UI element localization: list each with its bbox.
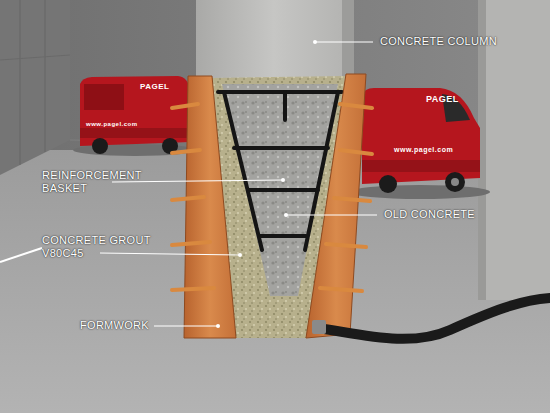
grout-hose <box>312 320 326 334</box>
van-left <box>73 76 197 156</box>
leader-lines <box>313 40 317 44</box>
van-left <box>80 128 192 138</box>
formwork-ties <box>326 244 366 247</box>
formwork-ties <box>334 198 370 201</box>
garage-background <box>0 55 70 60</box>
grout-hose <box>312 298 550 339</box>
column-repair-section <box>184 76 236 338</box>
garage-background <box>0 248 42 262</box>
van-right <box>362 88 480 184</box>
leader-lines <box>281 178 285 182</box>
leader-lines <box>154 326 218 327</box>
leader-lines <box>286 215 377 216</box>
leader-lines <box>216 324 220 328</box>
column-repair-section <box>260 234 306 238</box>
formwork-ties <box>172 150 200 153</box>
van-right <box>379 175 397 193</box>
column-repair-section <box>248 188 318 192</box>
grout-hose <box>318 298 550 339</box>
formwork-ties <box>172 197 204 200</box>
column-repair-section <box>218 90 342 94</box>
garage-background <box>45 0 46 152</box>
formwork-ties <box>320 288 362 291</box>
van-web-address: www.pagel.com <box>86 120 138 128</box>
column-repair-section <box>184 74 366 338</box>
formwork-ties <box>172 104 372 291</box>
formwork-ties <box>172 242 210 245</box>
column-repair-section <box>224 92 262 250</box>
formwork-ties <box>172 104 198 108</box>
van-logo: PAGEL <box>140 82 169 92</box>
van-right <box>362 160 480 172</box>
part-label: CONCRETE COLUMN <box>380 35 497 48</box>
formwork-ties <box>172 288 214 290</box>
leader-lines <box>100 40 377 328</box>
column-repair-section <box>283 92 287 120</box>
van-logo: PAGEL <box>426 94 459 105</box>
garage-background <box>20 0 21 165</box>
van-right <box>451 178 459 186</box>
van-web-address: www.pagel.com <box>394 145 453 154</box>
leader-lines <box>238 253 242 257</box>
van-right <box>445 172 465 192</box>
formwork-ties <box>340 150 372 154</box>
part-label: FORMWORK <box>80 319 149 332</box>
van-right <box>350 185 490 199</box>
van-left <box>84 84 124 110</box>
leader-lines <box>284 213 288 217</box>
part-label: CONCRETE GROUT V80C45 <box>42 234 160 260</box>
leader-lines <box>100 253 240 255</box>
part-label: REINFORCEMENT BASKET <box>42 169 154 195</box>
van-left <box>92 138 108 154</box>
column-repair-section <box>306 74 366 338</box>
leader-lines <box>315 42 373 43</box>
part-label: OLD CONCRETE <box>384 208 475 221</box>
formwork-ties <box>340 104 372 108</box>
garage-background <box>0 0 70 175</box>
column-repair-section <box>234 146 328 150</box>
van-left <box>80 76 192 146</box>
van-right <box>350 88 490 199</box>
